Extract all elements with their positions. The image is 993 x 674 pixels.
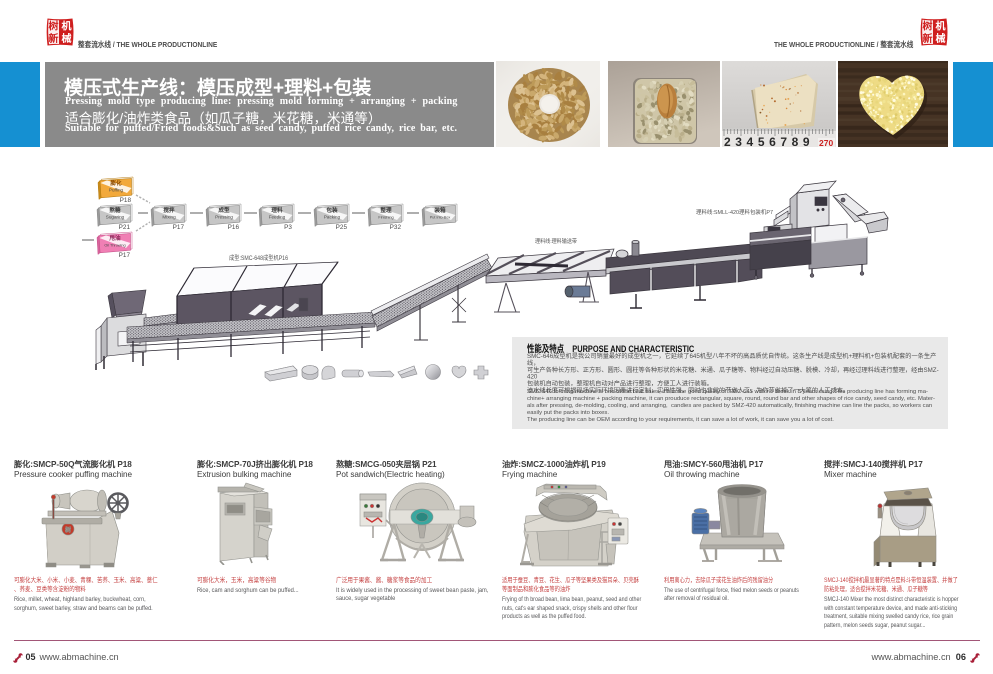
svg-text:P17: P17 bbox=[173, 224, 185, 231]
svg-text:P18: P18 bbox=[120, 197, 132, 204]
svg-text:Put into Box: Put into Box bbox=[430, 216, 451, 220]
svg-text:23456789: 23456789 bbox=[724, 135, 814, 147]
svg-text:熬糖: 熬糖 bbox=[109, 206, 121, 214]
svg-text:Feeding: Feeding bbox=[269, 215, 286, 220]
svg-text:甩油: 甩油 bbox=[108, 234, 121, 242]
svg-text:理料: 理料 bbox=[271, 206, 283, 214]
svg-text:械: 械 bbox=[936, 32, 946, 45]
svg-text:P3: P3 bbox=[284, 224, 292, 231]
svg-text:树: 树 bbox=[65, 526, 71, 534]
svg-text:P16: P16 bbox=[228, 224, 240, 231]
svg-text:成型:SMC-648成型机P16: 成型:SMC-648成型机P16 bbox=[229, 254, 289, 262]
svg-text:包装: 包装 bbox=[326, 206, 338, 214]
svg-text:Finishing: Finishing bbox=[378, 216, 393, 220]
svg-text:Oil Throwing: Oil Throwing bbox=[104, 244, 125, 248]
svg-text:成型: 成型 bbox=[218, 206, 230, 214]
svg-text:理料线:SMLL-420理料包装机P7: 理料线:SMLL-420理料包装机P7 bbox=[696, 208, 773, 216]
svg-text:膨化: 膨化 bbox=[109, 179, 122, 187]
svg-text:P21: P21 bbox=[119, 224, 131, 231]
svg-text:Puffing: Puffing bbox=[109, 188, 124, 193]
svg-text:新: 新 bbox=[923, 32, 933, 45]
svg-text:P25: P25 bbox=[336, 224, 348, 231]
svg-text:270: 270 bbox=[819, 138, 833, 147]
svg-text:新: 新 bbox=[49, 32, 59, 45]
svg-text:Sugaring: Sugaring bbox=[106, 215, 125, 220]
svg-text:机: 机 bbox=[62, 19, 72, 32]
svg-text:理料线:理料输送带: 理料线:理料输送带 bbox=[535, 237, 577, 245]
svg-text:Mixing: Mixing bbox=[162, 215, 176, 220]
svg-text:搅拌: 搅拌 bbox=[163, 206, 175, 214]
svg-text:械: 械 bbox=[62, 32, 72, 45]
svg-text:P17: P17 bbox=[119, 252, 131, 259]
svg-text:Packing: Packing bbox=[324, 215, 341, 220]
svg-text:树: 树 bbox=[923, 19, 933, 32]
svg-text:整理: 整理 bbox=[379, 206, 392, 214]
svg-text:机: 机 bbox=[936, 19, 946, 32]
svg-text:Pressing: Pressing bbox=[215, 215, 233, 220]
svg-text:装箱: 装箱 bbox=[433, 206, 446, 214]
svg-text:树: 树 bbox=[49, 19, 59, 32]
svg-text:P32: P32 bbox=[390, 224, 402, 231]
